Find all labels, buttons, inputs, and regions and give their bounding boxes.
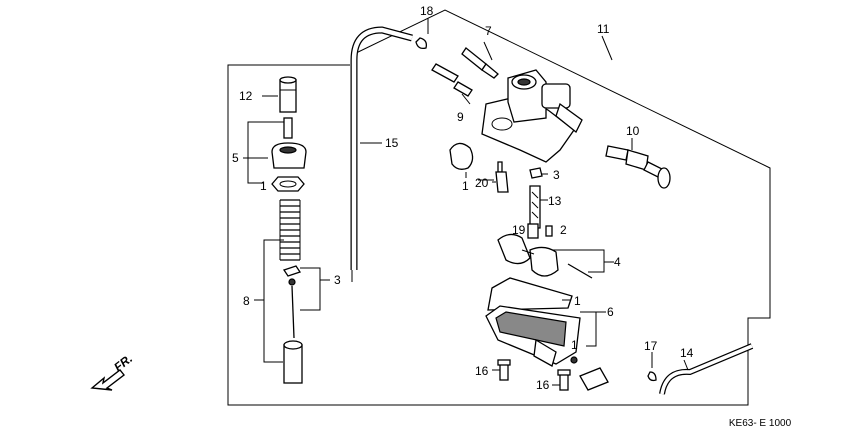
callout-10: 10 <box>626 124 640 138</box>
throttle-stop-screw-part-10 <box>605 138 671 189</box>
carburetor-top-part-5 <box>271 117 307 169</box>
cable-adjuster-part-12 <box>279 76 297 113</box>
callout-6: 6 <box>607 305 614 319</box>
jet-parts-3-13 <box>529 167 548 229</box>
callout-1-chamber-gasket: 1 <box>574 294 581 308</box>
throttle-valve-part-8 <box>283 340 303 384</box>
float-part-4 <box>497 233 614 279</box>
front-direction-indicator: FR. <box>90 351 135 391</box>
callout-labels: 18 7 11 12 15 9 10 5 1 1 20 3 13 19 2 4 … <box>232 4 694 392</box>
callout-20: 20 <box>475 176 489 190</box>
callout-12: 12 <box>239 89 253 103</box>
jet-needle-part-3 <box>282 265 302 339</box>
air-vent-tube-part-15 <box>350 26 413 270</box>
callout-17: 17 <box>644 339 658 353</box>
callout-3-needle: 3 <box>334 273 341 287</box>
callout-13: 13 <box>548 194 562 208</box>
callout-7: 7 <box>485 24 492 38</box>
adjust-screws-7-9 <box>431 41 499 105</box>
arrow-down-left-icon <box>90 369 125 391</box>
o-ring-part-1 <box>449 142 474 178</box>
callout-11: 11 <box>597 22 610 36</box>
left-group-lines <box>243 95 330 363</box>
chamber-screws-part-16 <box>492 359 571 391</box>
callout-16-left: 16 <box>475 364 489 378</box>
gasket-part-1-top <box>271 176 305 192</box>
callout-2: 2 <box>560 223 567 237</box>
callout-3-jet: 3 <box>553 168 560 182</box>
float-chamber-gasket-part-1 <box>487 277 573 311</box>
jets-part-19-2 <box>527 223 553 239</box>
float-chamber-part-6 <box>485 305 606 367</box>
needle-jet-holder-part-20 <box>492 161 509 193</box>
callout-15: 15 <box>385 136 399 150</box>
callout-16-right: 16 <box>536 378 550 392</box>
leader-lines <box>427 18 613 181</box>
diagram-code: KE63- E 1000 <box>729 418 792 429</box>
callout-1-oring: 1 <box>462 179 469 193</box>
callout-8: 8 <box>243 294 250 308</box>
clip-part-18 <box>415 37 428 50</box>
callout-1-drain: 1 <box>571 338 578 352</box>
callout-19: 19 <box>512 223 526 237</box>
drain-screw <box>570 356 609 391</box>
throttle-spring <box>279 199 301 261</box>
callout-14: 14 <box>680 346 694 360</box>
carburetor-body <box>481 69 583 163</box>
callout-5: 5 <box>232 151 239 165</box>
callout-9: 9 <box>457 110 464 124</box>
callout-1-gasket: 1 <box>260 179 267 193</box>
drain-tube-part-14 <box>647 343 754 395</box>
callout-18: 18 <box>420 4 434 18</box>
callout-4: 4 <box>614 255 621 269</box>
front-label: FR. <box>111 351 135 374</box>
